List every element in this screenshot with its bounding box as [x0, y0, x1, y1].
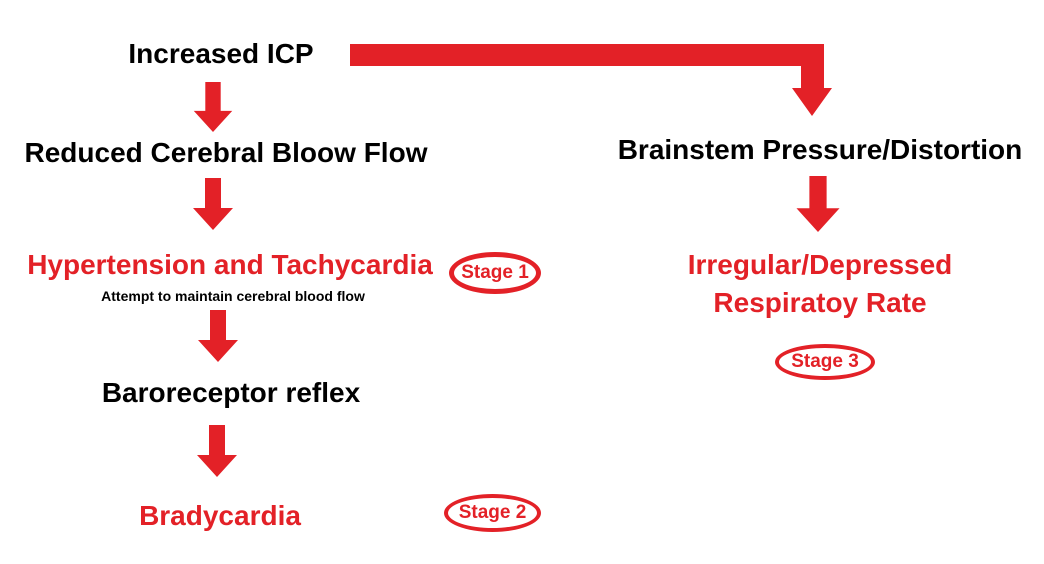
stage-1-badge: Stage 1 — [449, 252, 541, 294]
elbow-arrow-icon — [350, 44, 832, 116]
stage-3-label: Stage 3 — [791, 351, 859, 372]
stage-1-label: Stage 1 — [461, 262, 529, 283]
down-arrow-icon — [193, 178, 233, 230]
node-brainstem-pressure-distortion: Brainstem Pressure/Distortion — [617, 134, 1023, 165]
note-maintain-cerebral-blood-flow: Attempt to maintain cerebral blood flow — [101, 288, 365, 304]
down-arrow-icon — [796, 176, 840, 232]
node-reduced-cerebral-blood-flow: Reduced Cerebral Bloow Flow — [24, 137, 428, 168]
node-baroreceptor-reflex: Baroreceptor reflex — [101, 377, 361, 408]
respiratory-line-2: Respiratoy Rate — [713, 287, 927, 318]
node-hypertension-tachycardia: Hypertension and Tachycardia — [27, 249, 433, 280]
stage-2-badge: Stage 2 — [444, 494, 541, 532]
down-arrow-icon — [193, 82, 233, 132]
node-irregular-depressed-respiratory-rate: Irregular/Depressed Respiratoy Rate — [620, 246, 1020, 322]
stage-2-label: Stage 2 — [458, 502, 527, 523]
respiratory-line-1: Irregular/Depressed — [687, 249, 953, 280]
node-increased-icp: Increased ICP — [128, 38, 314, 69]
node-bradycardia: Bradycardia — [139, 500, 301, 531]
down-arrow-icon — [198, 310, 238, 362]
down-arrow-icon — [197, 425, 237, 477]
stage-3-badge: Stage 3 — [775, 344, 875, 380]
